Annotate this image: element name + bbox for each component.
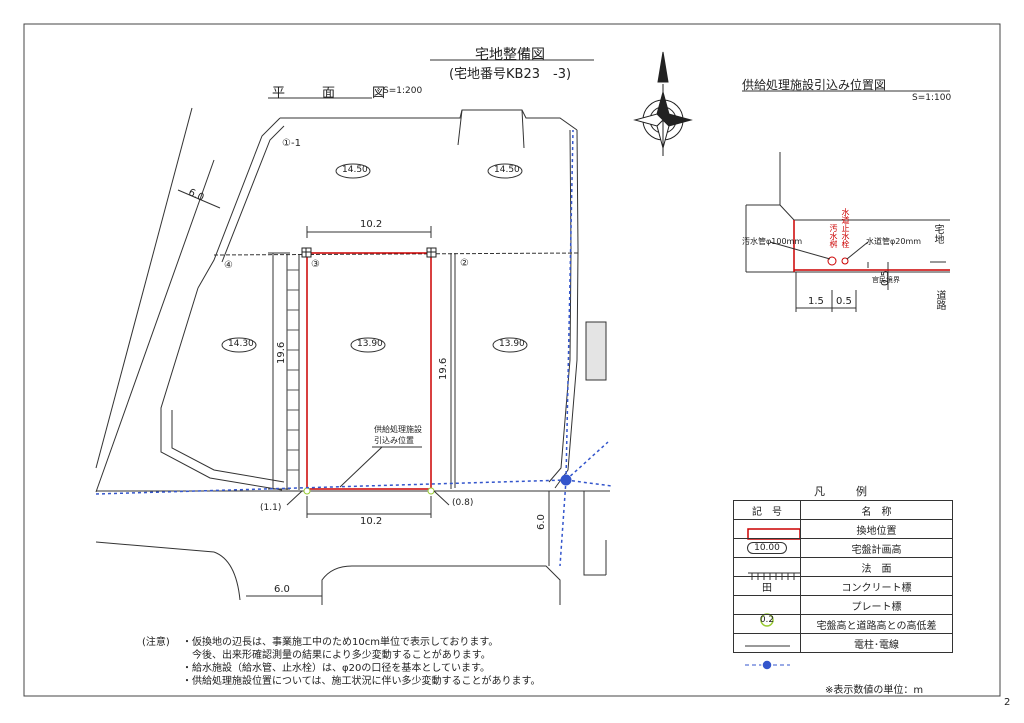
note-line: ・仮換地の辺長は、事業施工中のため10cm単位で表示しております。	[182, 637, 499, 648]
legend-title: 凡 例	[814, 485, 877, 498]
drawing-title: 宅地整備図	[475, 47, 545, 63]
sewer-box-label: 汚水桝	[829, 224, 838, 248]
note-line: ・給水施設（給水管、止水栓）は、φ20の口径を基本としています。	[182, 663, 491, 674]
lot-lines	[213, 252, 581, 490]
slope-hatch	[287, 269, 299, 471]
supply-scale: S=1:100	[912, 93, 952, 103]
elevation-label: 14.50	[342, 165, 368, 175]
elevation-label: 13.90	[357, 339, 383, 349]
elevation-label: 13.90	[499, 339, 525, 349]
legend-unit-note: ※表示数値の単位：m	[825, 685, 924, 696]
legend-diff-symbol: 0.2	[733, 614, 801, 634]
dim-v: 0.5	[880, 270, 891, 286]
height-diff-right: (0.8)	[452, 498, 474, 508]
water-valve-label: 水道止水栓	[841, 208, 850, 248]
page-number: 2	[1004, 697, 1011, 708]
legend-item-name: プレート標	[800, 595, 953, 615]
power-lines	[95, 129, 613, 567]
lot-label: ④	[224, 260, 233, 271]
exchange-lot-boundary	[306, 252, 432, 490]
lot-label: ②	[460, 258, 469, 269]
elevation-ovals	[221, 163, 528, 353]
supply-callout: 供給処理施設	[374, 425, 422, 434]
height-diff-left: (1.1)	[260, 503, 282, 513]
water-pipe-label: 水道管φ20mm	[866, 237, 922, 246]
plan-label: 平 面 図	[272, 86, 398, 101]
plan-scale: S=1:200	[383, 86, 423, 96]
plate-marker-icon	[303, 487, 311, 495]
sewer-box-icon	[827, 256, 837, 266]
legend-item-name: 宅盤高と道路高との高低差	[800, 614, 953, 634]
legend-concrete-symbol: 田	[733, 576, 801, 596]
dim-right-depth: 19.6	[438, 357, 449, 380]
notes-heading: (注意)	[142, 637, 170, 648]
elevation-label: 14.30	[228, 339, 254, 349]
utility-pole-icon	[560, 474, 572, 486]
legend-elevation-symbol: 10.00	[747, 542, 787, 554]
dimension-lines	[177, 189, 550, 597]
dim-bottom-width: 10.2	[360, 516, 383, 527]
sheet-frame	[23, 23, 1001, 697]
road-bottom	[96, 490, 610, 605]
drawing-subtitle: (宅地番号KB23 -3)	[448, 67, 572, 82]
legend-item-name: 法 面	[800, 557, 953, 577]
lot-label: ①-1	[282, 138, 301, 149]
legend-header-name: 名 称	[800, 500, 953, 520]
plate-marker-icon	[427, 487, 435, 495]
site-boundary	[171, 109, 607, 489]
dim-road-bottom: 6.0	[274, 584, 290, 595]
dim-b: 0.5	[836, 296, 852, 307]
compass-icon	[633, 51, 693, 156]
elevation-label: 14.50	[494, 165, 520, 175]
legend-item-name: コンクリート標	[800, 576, 953, 596]
legend-table: 記 号 名 称 換地位置 10.00 宅盤計画高 法 面 田コンクリート標 プレー…	[733, 500, 953, 653]
note-line: ・供給処理施設位置については、施工状況に伴い多少変動することがあります。	[182, 676, 541, 687]
road-side-label: 道路	[934, 290, 945, 310]
dim-left-depth: 19.6	[276, 341, 287, 364]
dim-top-width: 10.2	[360, 219, 383, 230]
supply-callout: 引込み位置	[374, 436, 414, 445]
legend-item-name: 電柱･電線	[800, 633, 953, 653]
dim-road-right: 6.0	[536, 514, 547, 530]
sewer-pipe-label: 汚水管φ100mm	[742, 237, 803, 246]
note-line: 今後、出来形確認測量の結果により多少変動することがあります。	[182, 650, 491, 661]
road-left	[95, 107, 283, 601]
legend-header-symbol: 記 号	[733, 500, 801, 520]
legend-item-name: 換地位置	[800, 519, 953, 539]
legend-item-name: 宅盤計画高	[800, 538, 953, 558]
water-valve-icon	[841, 257, 849, 265]
boundary-label: 官民境界	[872, 276, 900, 284]
lot-side-label: 宅地	[932, 224, 943, 244]
supply-title: 供給処理施設引込み位置図	[742, 78, 887, 92]
legend-pole-icon	[745, 659, 790, 671]
lot-label: ③	[311, 259, 320, 270]
dim-a: 1.5	[808, 296, 824, 307]
